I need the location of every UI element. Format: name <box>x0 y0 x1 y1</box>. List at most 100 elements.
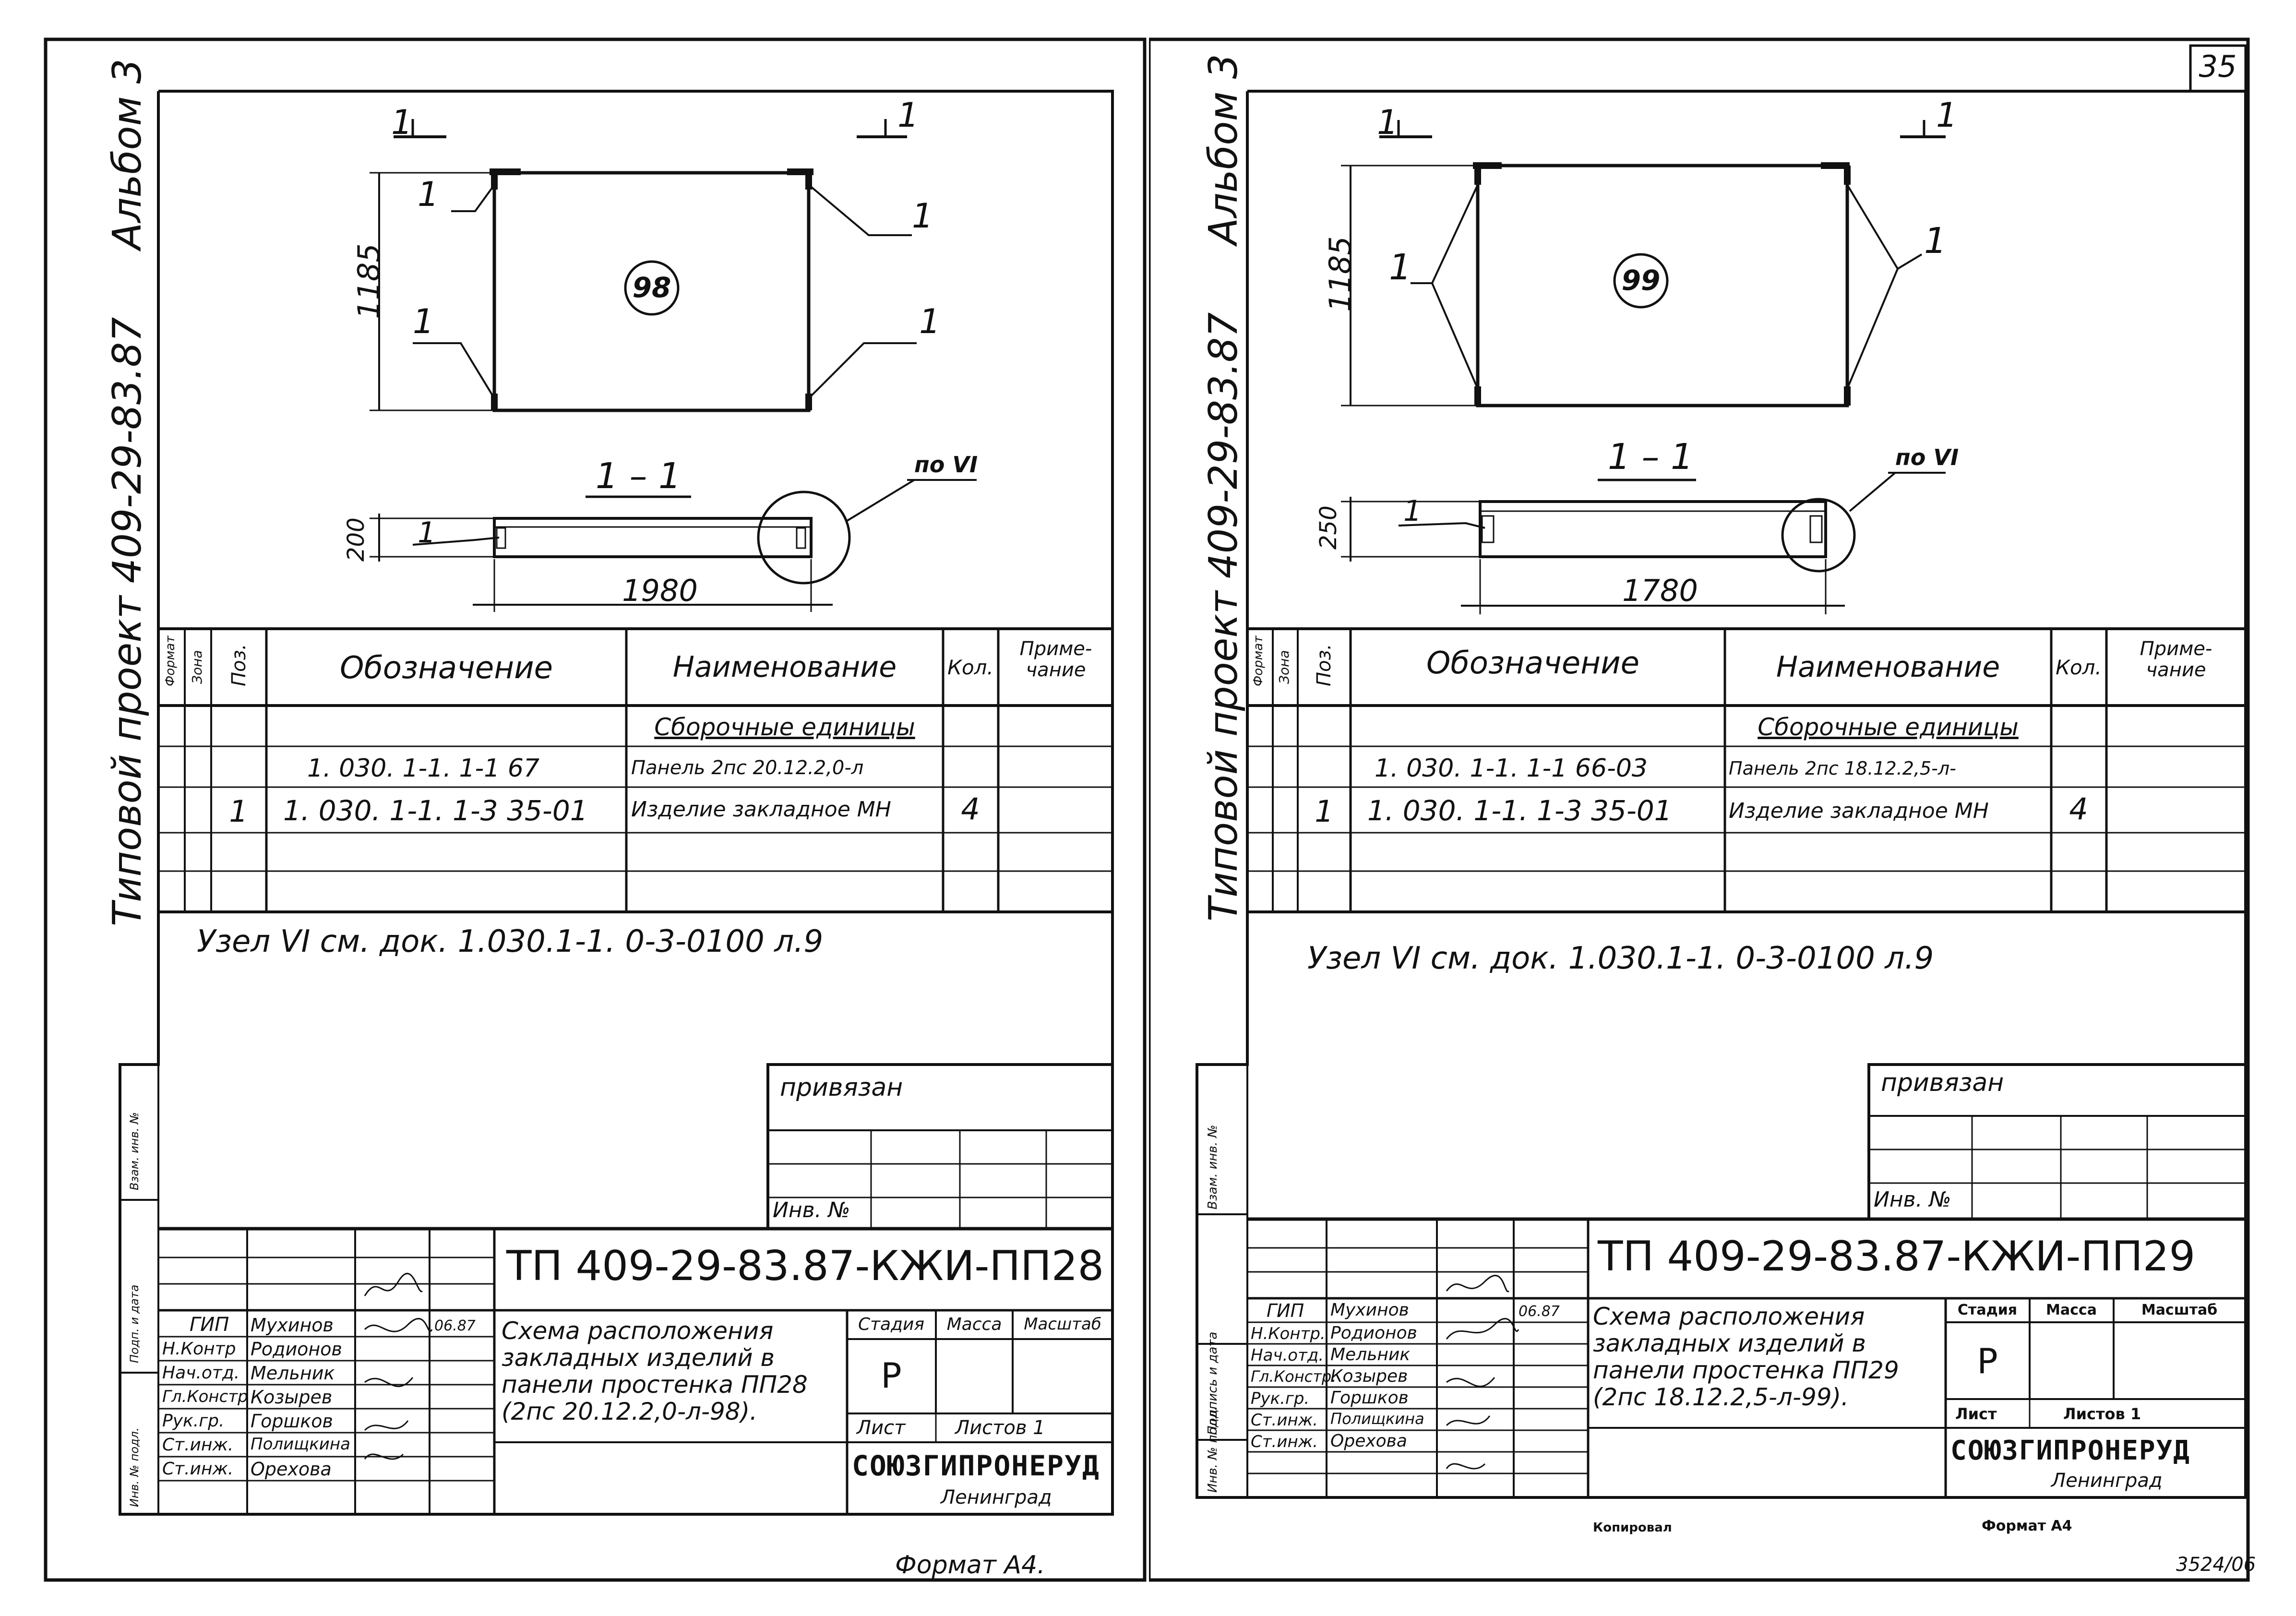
person-name: Козырев <box>251 1387 333 1408</box>
role-label: Нач.отд. <box>1251 1346 1324 1365</box>
scale-label: Масштаб <box>2141 1302 2218 1318</box>
document-code: ТП 409-29-83.87-КЖИ-ПП28 <box>506 1242 1104 1290</box>
sheets-count-label: Листов 1 <box>2063 1405 2141 1423</box>
role-label: Гл.Констр. <box>1251 1367 1337 1386</box>
document-code: ТП 409-29-83.87-КЖИ-ПП29 <box>1598 1233 2196 1281</box>
role-label: ГИП <box>190 1314 229 1336</box>
mass-label: Масса <box>946 1315 1002 1334</box>
person-name: Горшков <box>1330 1388 1409 1408</box>
node-note: Узел VI см. док. 1.030.1-1. 0-3-0100 л.9 <box>1307 941 1934 976</box>
stage-label: Стадия <box>858 1315 925 1334</box>
callout-top-left: 1 <box>418 175 439 214</box>
person-name: Мельник <box>251 1363 335 1384</box>
callout-bottom-left: 1 <box>413 302 434 341</box>
margin-project-label: Типовой проект 409-29-83.87 <box>105 317 150 926</box>
spec-header-format: Формат <box>1251 635 1266 687</box>
callout-right: 1 <box>1924 220 1947 262</box>
section-callout: 1 <box>1403 494 1422 528</box>
inv-number-label: Инв. № <box>1874 1187 1951 1212</box>
spec-row-pos: 1 <box>229 794 248 829</box>
spec-header-note: Приме- чание <box>2140 638 2212 681</box>
person-name: Родионов <box>251 1339 342 1360</box>
role-label: Нач.отд. <box>162 1363 240 1383</box>
drawing-sheet-left: Альбом 3 Типовой проект 409-29-83.87 Инв… <box>0 0 1147 1616</box>
person-name: Мухинов <box>251 1315 334 1336</box>
role-label: ГИП <box>1267 1300 1304 1321</box>
person-name: Полищкина <box>251 1435 350 1454</box>
section-dim-height: 250 <box>1315 505 1342 550</box>
section-title: 1 – 1 <box>1607 436 1694 478</box>
margin-album-label: Альбом 3 <box>105 59 150 250</box>
spec-row-designation: 1. 030. 1-1. 1-1 67 <box>307 754 540 783</box>
spec-row-designation: 1. 030. 1-1. 1-3 35-01 <box>283 794 588 827</box>
panel-number: 99 <box>1621 264 1661 297</box>
section-callout: 1 <box>418 516 436 550</box>
node-note: Узел VI см. док. 1.030.1-1. 0-3-0100 л.9 <box>197 924 824 959</box>
mass-label: Масса <box>2046 1302 2097 1318</box>
sheet-label: Лист <box>1955 1405 1997 1423</box>
role-label: Рук.гр. <box>162 1411 225 1431</box>
spec-header-name: Наименование <box>1776 650 2000 684</box>
inv-number-label: Инв. № <box>773 1198 850 1222</box>
side-label-vzam-inv: Взам. инв. № <box>128 1112 141 1190</box>
spec-row-qty: 4 <box>2069 791 2088 826</box>
sheets-count-label: Листов 1 <box>955 1417 1045 1439</box>
drawing-sheet-right: 35 Альбом 3 Типовой проект 409-29-83.87 … <box>1149 0 2296 1616</box>
person-name: Мельник <box>1330 1345 1411 1365</box>
sheet-title: Схема расположения закладных изделий в п… <box>1593 1303 1899 1411</box>
spec-header-qty: Кол. <box>2056 656 2102 679</box>
stage-value: Р <box>881 1355 902 1396</box>
spec-row-name: Панель 2пс 18.12.2,5-л- <box>1729 758 1956 779</box>
sheet-title: Схема расположения закладных изделий в п… <box>502 1317 808 1425</box>
spec-row-name: Изделие закладное МН <box>1729 799 1989 823</box>
section-title: 1 – 1 <box>595 455 682 497</box>
role-label: Рук.гр. <box>1251 1389 1310 1408</box>
format-label: Формат А4. <box>895 1551 1045 1580</box>
role-label: Ст.инж. <box>1251 1432 1318 1451</box>
bound-label: привязан <box>1881 1068 2004 1097</box>
spec-header-pos: Поз. <box>1313 644 1335 686</box>
margin-project-label: Типовой проект 409-29-83.87 <box>1201 312 1246 922</box>
drawing-linework <box>44 37 1147 1582</box>
spec-row-name: Изделие закладное МН <box>631 797 891 822</box>
person-name: Мухинов <box>1330 1300 1409 1320</box>
callout-left: 1 <box>1389 247 1412 288</box>
bound-label: привязан <box>780 1073 903 1102</box>
node-reference: по VI <box>914 452 978 478</box>
approval-date: 06.87 <box>1519 1303 1560 1320</box>
role-label: Н.Контр. <box>1251 1324 1326 1343</box>
drawing-linework <box>1149 37 2250 1582</box>
organization-city: Ленинград <box>2051 1470 2163 1492</box>
spec-row-name: Панель 2пс 20.12.2,0-л <box>631 757 864 779</box>
organization-name: СОЮЗГИПРОНЕРУД <box>852 1449 1100 1482</box>
organization-name: СОЮЗГИПРОНЕРУД <box>1950 1435 2191 1466</box>
spec-header-qty: Кол. <box>947 656 993 679</box>
copy-label: Копировал <box>1593 1520 1672 1535</box>
dim-length: 1780 <box>1622 573 1698 608</box>
side-label-inv-podl: Инв. № подл. <box>128 1427 141 1507</box>
spec-row-pos: 1 <box>1315 794 1334 829</box>
side-label-podp-data: Подпись и дата <box>1206 1331 1220 1435</box>
node-reference: по VI <box>1895 444 1959 470</box>
spec-section-heading: Сборочные единицы <box>1758 713 2019 741</box>
spec-header-pos: Поз. <box>228 644 250 686</box>
section-mark-right: 1 <box>1936 96 1958 135</box>
dim-height: 1185 <box>351 243 386 319</box>
spec-header-zone: Зона <box>189 650 205 684</box>
person-name: Родионов <box>1330 1323 1417 1343</box>
spec-section-heading: Сборочные единицы <box>654 713 915 741</box>
person-name: Козырев <box>1330 1366 1408 1386</box>
callout-top-right: 1 <box>912 196 933 236</box>
person-name: Полищкина <box>1330 1410 1424 1428</box>
scale-label: Масштаб <box>1024 1315 1101 1334</box>
organization-city: Ленинград <box>941 1486 1052 1508</box>
sheet-label: Лист <box>857 1417 906 1439</box>
role-label: Ст.инж. <box>162 1459 234 1479</box>
approval-date: 06.87 <box>434 1317 476 1334</box>
stage-value: Р <box>1977 1341 1998 1381</box>
role-label: Ст.инж. <box>1251 1411 1318 1430</box>
order-number: 3524/06 <box>2176 1554 2256 1576</box>
spec-header-format: Формат <box>163 635 178 687</box>
role-label: Ст.инж. <box>162 1435 234 1455</box>
spec-row-qty: 4 <box>961 791 980 826</box>
